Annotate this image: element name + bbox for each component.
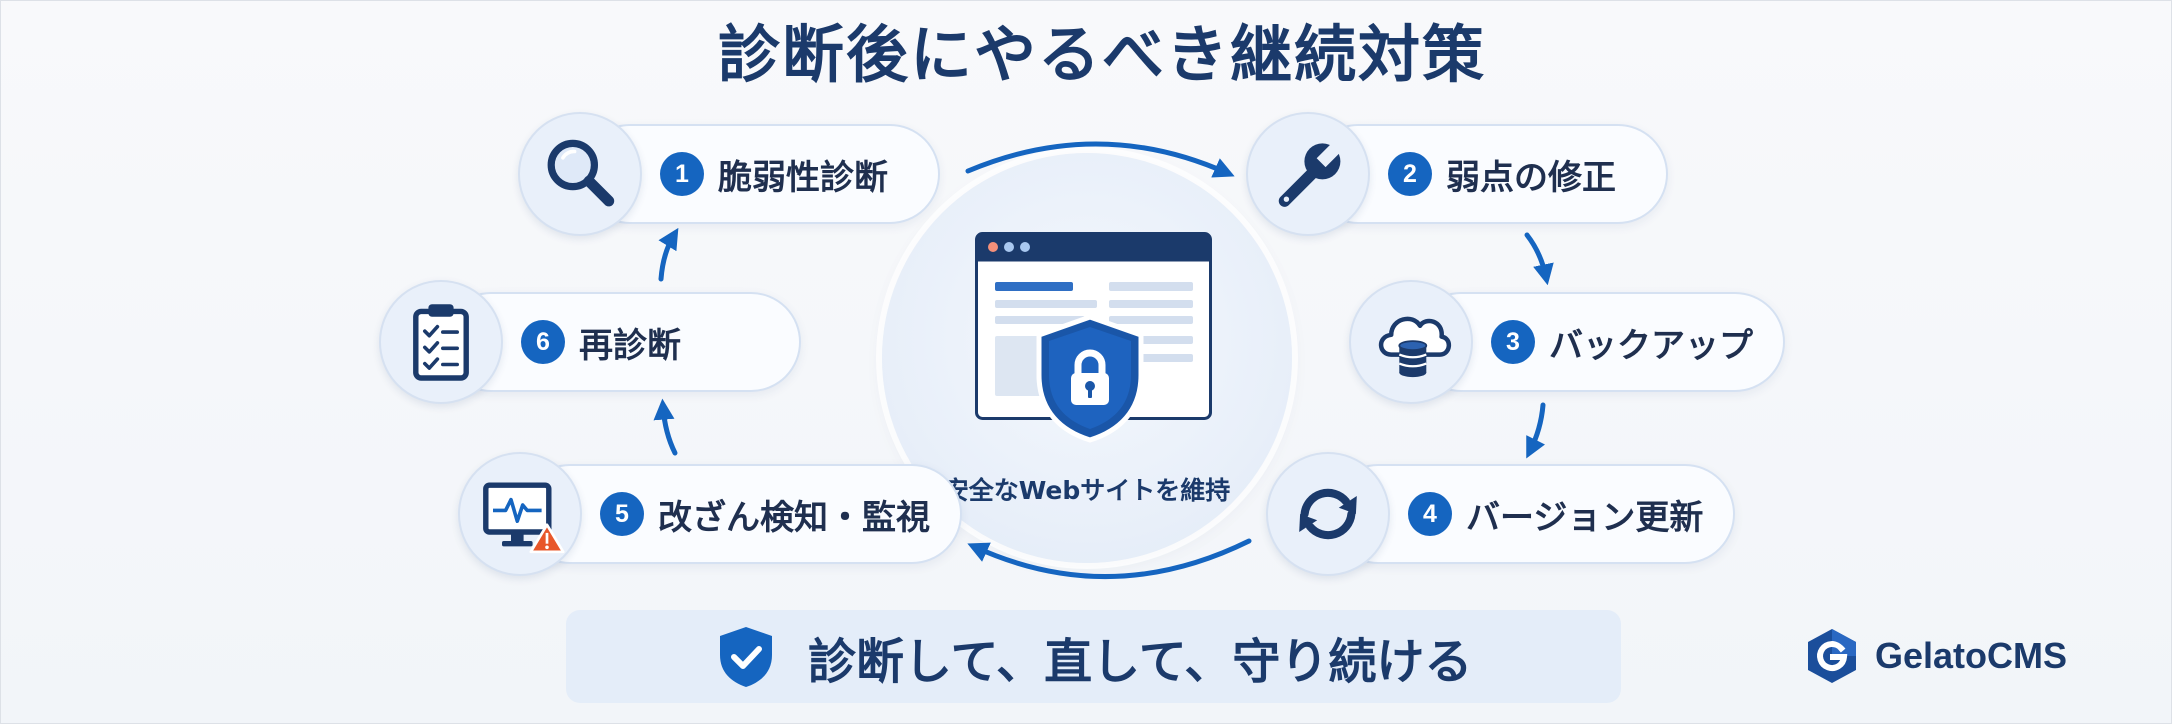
step-label: 改ざん検知・監視 [658, 497, 930, 538]
arrow-step5-to-step6 [653, 398, 678, 456]
step-label: バージョン更新 [1466, 497, 1704, 538]
step-6-rescan: 6 再診断 [379, 280, 899, 404]
slogan-text: 診断して、直して、守り続ける [808, 633, 1473, 690]
cloud-database-icon [1349, 280, 1473, 404]
step-5-tamper-detection: 5 改ざん検知・監視 [458, 452, 978, 576]
step-label: 再診断 [579, 325, 681, 366]
step-1-vulnerability-scan: 1 脆弱性診断 [518, 112, 1038, 236]
step-number-badge: 2 [1388, 152, 1432, 196]
step-number-badge: 6 [521, 320, 565, 364]
page-title: 診断後にやるべき継続対策 [717, 18, 1486, 91]
shield-lock-icon [1036, 314, 1144, 443]
step-label: 弱点の修正 [1446, 157, 1616, 198]
step-number-badge: 1 [660, 152, 704, 196]
hexagon-g-logo-icon [1808, 629, 1856, 683]
brand-name: GelatoCMS [1875, 635, 2068, 676]
wrench-icon [1246, 112, 1370, 236]
shield-check-icon [720, 626, 772, 687]
step-pill: 4 バージョン更新 [1328, 464, 1736, 564]
slogan-banner: 診断して、直して、守り続ける [566, 610, 1621, 703]
center-caption: 安全なWebサイトを維持 [943, 476, 1231, 505]
arrow-step2-to-step3 [1524, 232, 1554, 286]
monitor-alert-icon [458, 452, 582, 576]
brand-logo: GelatoCMS [1805, 627, 2067, 685]
refresh-icon [1266, 452, 1390, 576]
step-3-backup: 3 バックアップ [1349, 280, 1869, 404]
magnifier-icon [518, 112, 642, 236]
arrow-step3-to-step4 [1526, 402, 1546, 459]
step-number-badge: 4 [1408, 492, 1452, 536]
step-number-badge: 3 [1491, 320, 1535, 364]
step-4-version-update: 4 バージョン更新 [1266, 452, 1786, 576]
arrow-step6-to-step1 [658, 227, 679, 282]
step-label: 脆弱性診断 [718, 157, 888, 198]
clipboard-checklist-icon [379, 280, 503, 404]
step-2-fix-weaknesses: 2 弱点の修正 [1246, 112, 1766, 236]
step-pill: 5 改ざん検知・監視 [520, 464, 962, 564]
step-label: バックアップ [1549, 325, 1753, 366]
step-number-badge: 5 [600, 492, 644, 536]
